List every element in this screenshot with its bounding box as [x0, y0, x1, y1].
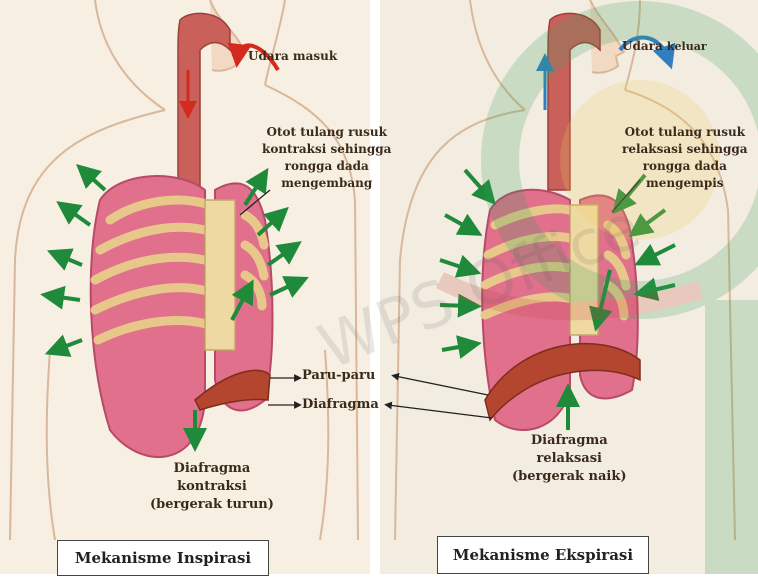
left-sternum [205, 200, 235, 350]
left-diaphragm-label: Diafragma kontraksi (bergerak turun) [150, 460, 274, 514]
right-muscle-line-4: mengempis [622, 175, 748, 192]
left-muscle-line-2: kontraksi sehingga [262, 141, 391, 158]
right-muscle-line-1: Otot tulang rusuk [622, 124, 748, 141]
diaphragm-label: Diafragma [302, 397, 379, 413]
left-muscle-line-3: rongga dada [262, 158, 391, 175]
caption-inspiration: Mekanisme Inspirasi [57, 540, 269, 576]
air-out-suffix: keluar [667, 40, 707, 53]
left-muscle-label: Otot tulang rusuk kontraksi sehingga ron… [262, 124, 391, 192]
left-muscle-line-4: mengembang [262, 175, 391, 192]
right-muscle-label: Otot tulang rusuk relaksasi sehingga ron… [622, 124, 748, 192]
left-muscle-line-1: Otot tulang rusuk [262, 124, 391, 141]
air-out-prefix: Udara [622, 39, 663, 53]
left-diaphragm-line-1: Diafragma [150, 460, 274, 478]
left-diaphragm-line-2: kontraksi [150, 478, 274, 496]
caption-expiration: Mekanisme Ekspirasi [437, 536, 649, 574]
right-diaphragm-label: Diafragma relaksasi (bergerak naik) [512, 432, 627, 486]
right-muscle-line-2: relaksasi sehingga [622, 141, 748, 158]
air-in-label: Udara masuk [248, 48, 337, 64]
air-out-label: Udara keluar [622, 38, 707, 55]
left-diaphragm-line-3: (bergerak turun) [150, 496, 274, 514]
right-diaphragm-line-2: relaksasi [512, 450, 627, 468]
right-diaphragm-line-1: Diafragma [512, 432, 627, 450]
right-diaphragm-line-3: (bergerak naik) [512, 468, 627, 486]
right-muscle-line-3: rongga dada [622, 158, 748, 175]
